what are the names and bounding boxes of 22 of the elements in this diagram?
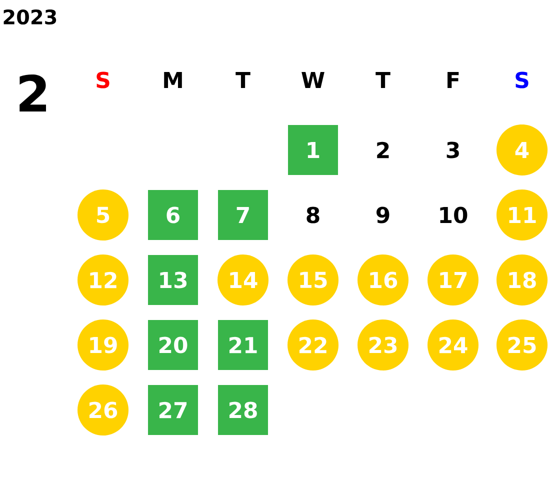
day-number: 8 (306, 206, 320, 224)
day-number: 9 (376, 206, 390, 224)
weekday-label: F (448, 72, 459, 88)
day-square: 7 (218, 190, 268, 240)
weekday-label: S (516, 72, 528, 88)
day-square: 1 (288, 125, 338, 175)
weekday-label: M (164, 72, 182, 88)
day-number: 2 (377, 142, 389, 158)
weekday-label: T (236, 72, 250, 88)
day-square: 13 (148, 255, 198, 305)
day-square: 28 (218, 385, 268, 435)
day-square: 27 (148, 385, 198, 435)
day-square: 21 (218, 320, 268, 370)
month-number: 2 (20, 74, 46, 112)
weekday-label: S (96, 72, 110, 88)
day-square: 6 (148, 190, 198, 240)
day-number: 3 (446, 142, 459, 158)
weekday-label: T (376, 72, 390, 88)
weekday-label: W (302, 72, 324, 88)
day-number: 10 (440, 206, 468, 224)
day-square: 20 (148, 320, 198, 370)
year-label: 2023 (4, 9, 56, 25)
